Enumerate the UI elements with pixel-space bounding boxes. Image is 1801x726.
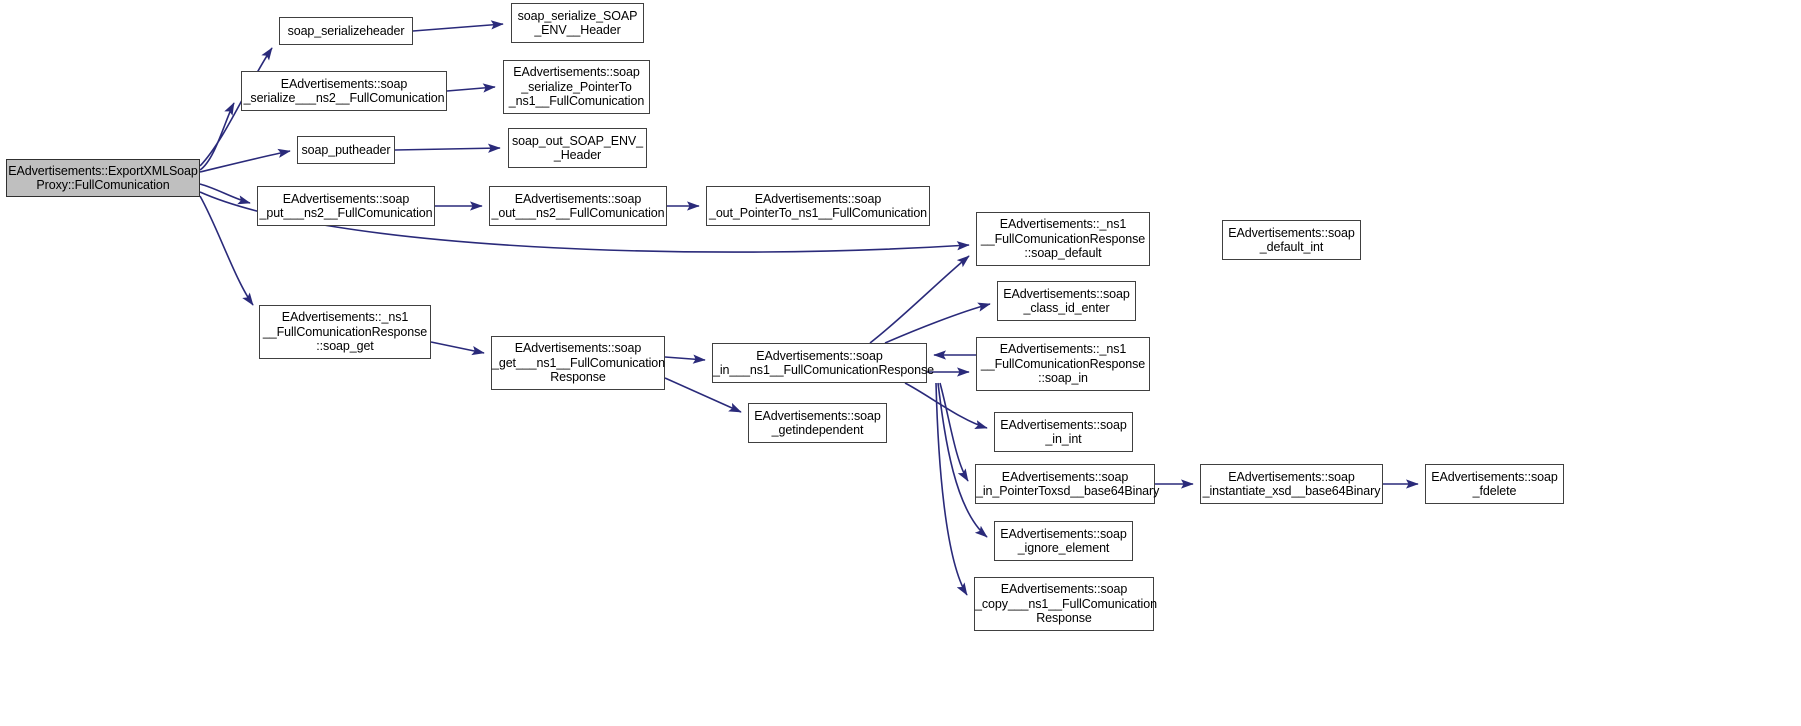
graph-node-soap_default_int[interactable]: EAdvertisements::soap _default_int [1222,220,1361,260]
graph-node-ignore_element[interactable]: EAdvertisements::soap _ignore_element [994,521,1133,561]
graph-node-label: EAdvertisements::soap _serialize_Pointer… [508,65,645,109]
graph-edge [412,20,504,32]
graph-node-label: EAdvertisements::ExportXMLSoap Proxy::Fu… [8,163,198,193]
graph-node-label: EAdvertisements::soap _default_int [1228,225,1355,255]
graph-node-label: soap_serializeheader [287,23,405,38]
graph-node-soap_in_resp[interactable]: EAdvertisements::_ns1 __FullComunication… [976,337,1150,391]
graph-node-get_ns1_resp[interactable]: EAdvertisements::soap _get___ns1__FullCo… [491,336,665,390]
graph-edge [869,255,970,344]
graph-node-label: EAdvertisements::soap _in_PointerToxsd__… [976,469,1160,499]
graph-node-label: EAdvertisements::soap _getindependent [754,408,881,438]
graph-node-root[interactable]: EAdvertisements::ExportXMLSoap Proxy::Fu… [6,159,200,197]
graph-edge [430,341,485,356]
graph-node-soap_out_SOAP_ENV__Header[interactable]: soap_out_SOAP_ENV_ _Header [508,128,647,168]
graph-edge [664,377,742,413]
graph-node-put_ns2[interactable]: EAdvertisements::soap _put___ns2__FullCo… [257,186,435,226]
graph-node-soap_default_resp[interactable]: EAdvertisements::_ns1 __FullComunication… [976,212,1150,266]
graph-node-label: EAdvertisements::_ns1 __FullComunication… [980,217,1146,261]
graph-node-label: EAdvertisements::_ns1 __FullComunication… [262,310,428,354]
graph-node-instantiate_base64[interactable]: EAdvertisements::soap _instantiate_xsd__… [1200,464,1383,504]
graph-node-copy_ns1_resp[interactable]: EAdvertisements::soap _copy___ns1__FullC… [974,577,1157,631]
graph-node-getindependent[interactable]: EAdvertisements::soap _getindependent [748,403,887,443]
graph-node-soap_get_resp[interactable]: EAdvertisements::_ns1 __FullComunication… [259,305,431,359]
graph-node-label: EAdvertisements::soap _copy___ns1__FullC… [975,582,1157,626]
graph-node-label: EAdvertisements::soap _serialize___ns2__… [243,76,445,106]
graph-node-label: EAdvertisements::soap _get___ns1__FullCo… [492,341,666,385]
graph-node-out_pointerto[interactable]: EAdvertisements::soap _out_PointerTo_ns1… [706,186,930,226]
graph-node-label: EAdvertisements::soap _fdelete [1431,469,1558,499]
graph-node-label: EAdvertisements::soap _put___ns2__FullCo… [259,191,433,221]
graph-node-label: EAdvertisements::soap _ignore_element [1000,526,1127,556]
graph-node-soap_putheader[interactable]: soap_putheader [297,136,395,164]
graph-node-out_ns2[interactable]: EAdvertisements::soap _out___ns2__FullCo… [489,186,667,226]
graph-node-soap_serialize_SOAP_ENV__Header[interactable]: soap_serialize_SOAP _ENV__Header [511,3,644,43]
graph-edge [884,302,991,344]
graph-edge [394,143,501,153]
graph-edge [199,148,291,173]
graph-node-label: EAdvertisements::_ns1 __FullComunication… [980,342,1146,386]
graph-edge [664,354,706,364]
graph-node-label: soap_putheader [301,142,391,157]
graph-node-label: EAdvertisements::soap _instantiate_xsd__… [1202,469,1381,499]
graph-edge [199,102,235,171]
graph-node-label: EAdvertisements::soap _out_PointerTo_ns1… [708,191,928,221]
graph-node-in_pointer_base64[interactable]: EAdvertisements::soap _in_PointerToxsd__… [975,464,1160,504]
graph-node-serialize_ns2[interactable]: EAdvertisements::soap _serialize___ns2__… [241,71,447,111]
graph-edge [199,183,251,205]
graph-node-class_id_enter[interactable]: EAdvertisements::soap _class_id_enter [997,281,1136,321]
graph-node-label: EAdvertisements::soap _in_int [1000,417,1127,447]
graph-node-label: EAdvertisements::soap _in___ns1__FullCom… [713,348,934,378]
graph-edge [937,382,988,538]
graph-edge [939,382,969,482]
graph-node-soap_fdelete[interactable]: EAdvertisements::soap _fdelete [1425,464,1564,504]
graph-node-label: soap_serialize_SOAP _ENV__Header [517,8,638,38]
graph-edge [199,47,273,167]
graph-node-serialize_pointerto[interactable]: EAdvertisements::soap _serialize_Pointer… [503,60,650,114]
graph-node-in_ns1_resp[interactable]: EAdvertisements::soap _in___ns1__FullCom… [712,343,934,383]
graph-edge [446,83,496,93]
graph-node-soap_serializeheader[interactable]: soap_serializeheader [279,17,413,45]
graph-node-label: soap_out_SOAP_ENV_ _Header [512,133,643,163]
graph-node-label: EAdvertisements::soap _out___ns2__FullCo… [491,191,665,221]
graph-node-soap_in_int[interactable]: EAdvertisements::soap _in_int [994,412,1133,452]
graph-edge [935,382,968,596]
edges-group [199,20,1419,596]
graph-edge [199,195,254,306]
graph-node-label: EAdvertisements::soap _class_id_enter [1003,286,1130,316]
